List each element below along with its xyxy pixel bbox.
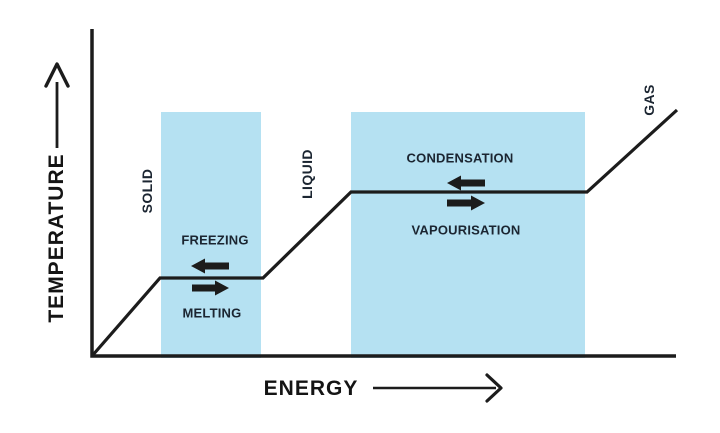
melting-right-arrow-icon	[192, 280, 229, 296]
vapourisation-label: VAPOURISATION	[411, 222, 521, 238]
melting-region-band	[161, 112, 261, 358]
energy-axis-arrow-icon	[373, 373, 503, 403]
gas-phase-label: GAS	[641, 84, 657, 116]
vapourisation-right-arrow-icon	[447, 195, 485, 211]
condensation-label: CONDENSATION	[406, 150, 514, 166]
condensation-left-arrow-icon	[447, 175, 485, 191]
temperature-axis-label: TEMPERATURE	[45, 153, 68, 323]
solid-phase-label: SOLID	[139, 168, 155, 214]
heating-curve-line	[90, 108, 679, 358]
liquid-phase-label: LIQUID	[299, 149, 315, 199]
freezing-left-arrow-icon	[191, 258, 229, 274]
vapourisation-region-band	[351, 112, 585, 358]
melting-label: MELTING	[182, 305, 242, 321]
temperature-axis-arrow-icon	[44, 62, 70, 148]
freezing-label: FREEZING	[181, 232, 249, 248]
energy-axis-label: ENERGY	[263, 377, 359, 400]
